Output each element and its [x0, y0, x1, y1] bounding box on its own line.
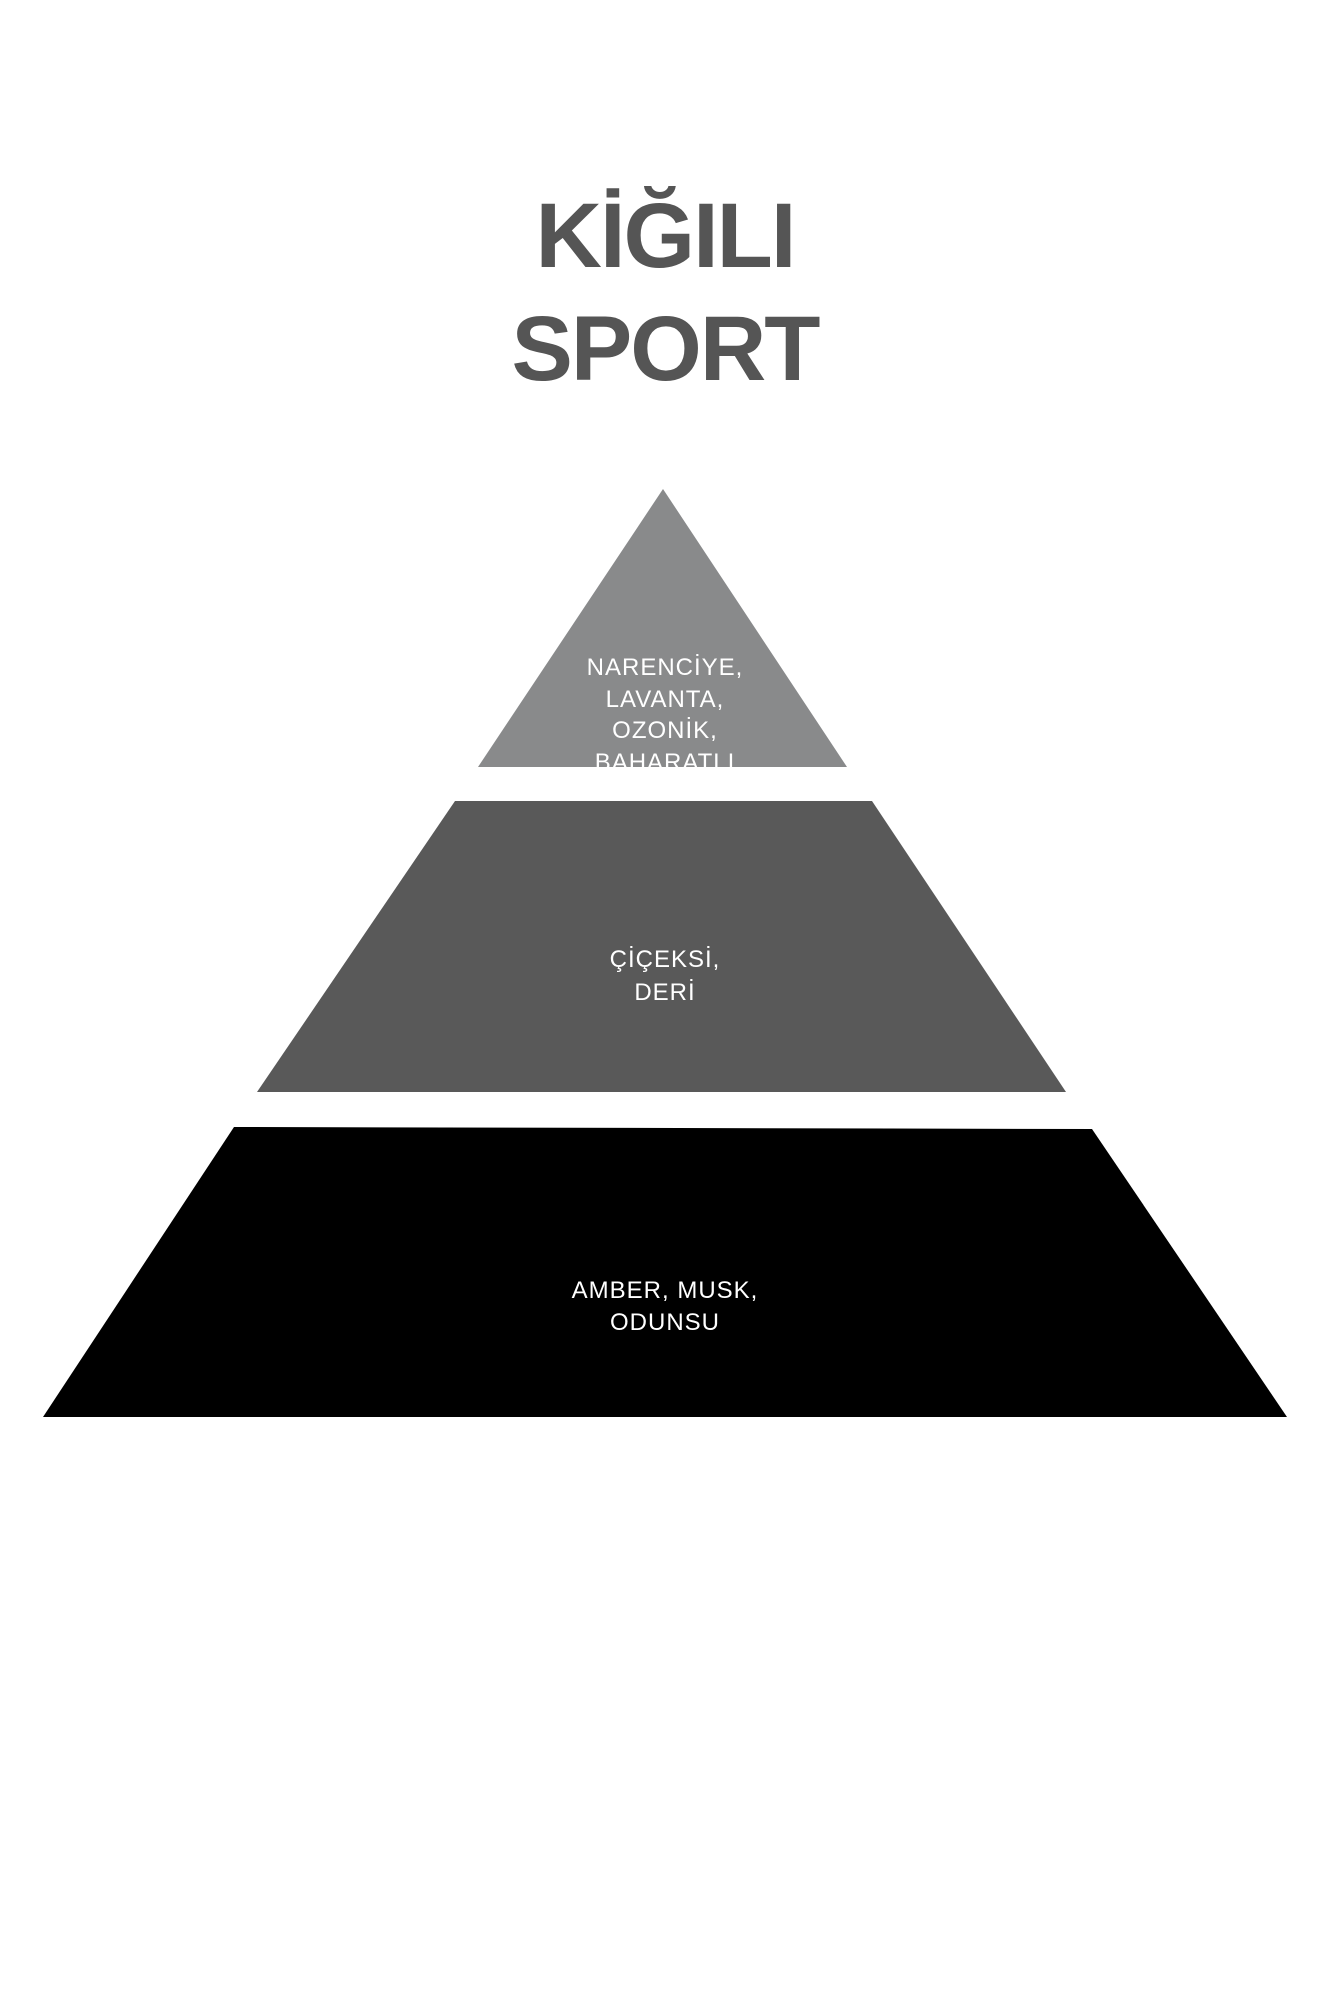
base-note-label: ODUNSU [610, 1309, 720, 1336]
top-note-label: NARENCİYE, [587, 654, 744, 681]
pyramid-tier-base [43, 1127, 1287, 1417]
top-note-label: OZONİK, [612, 717, 718, 744]
middle-note-label: ÇİÇEKSİ, [610, 946, 721, 973]
middle-note-label: DERİ [634, 979, 695, 1006]
top-note-label: BAHARATLI [595, 749, 736, 776]
top-note-label: LAVANTA, [606, 686, 725, 713]
brand-title-line2: SPORT [511, 298, 821, 400]
pyramid-tier-middle [257, 801, 1066, 1092]
pyramid-tier-top [478, 489, 847, 767]
brand-title-line1: KİĞILI [535, 185, 797, 287]
base-note-label: AMBER, MUSK, [572, 1277, 759, 1304]
